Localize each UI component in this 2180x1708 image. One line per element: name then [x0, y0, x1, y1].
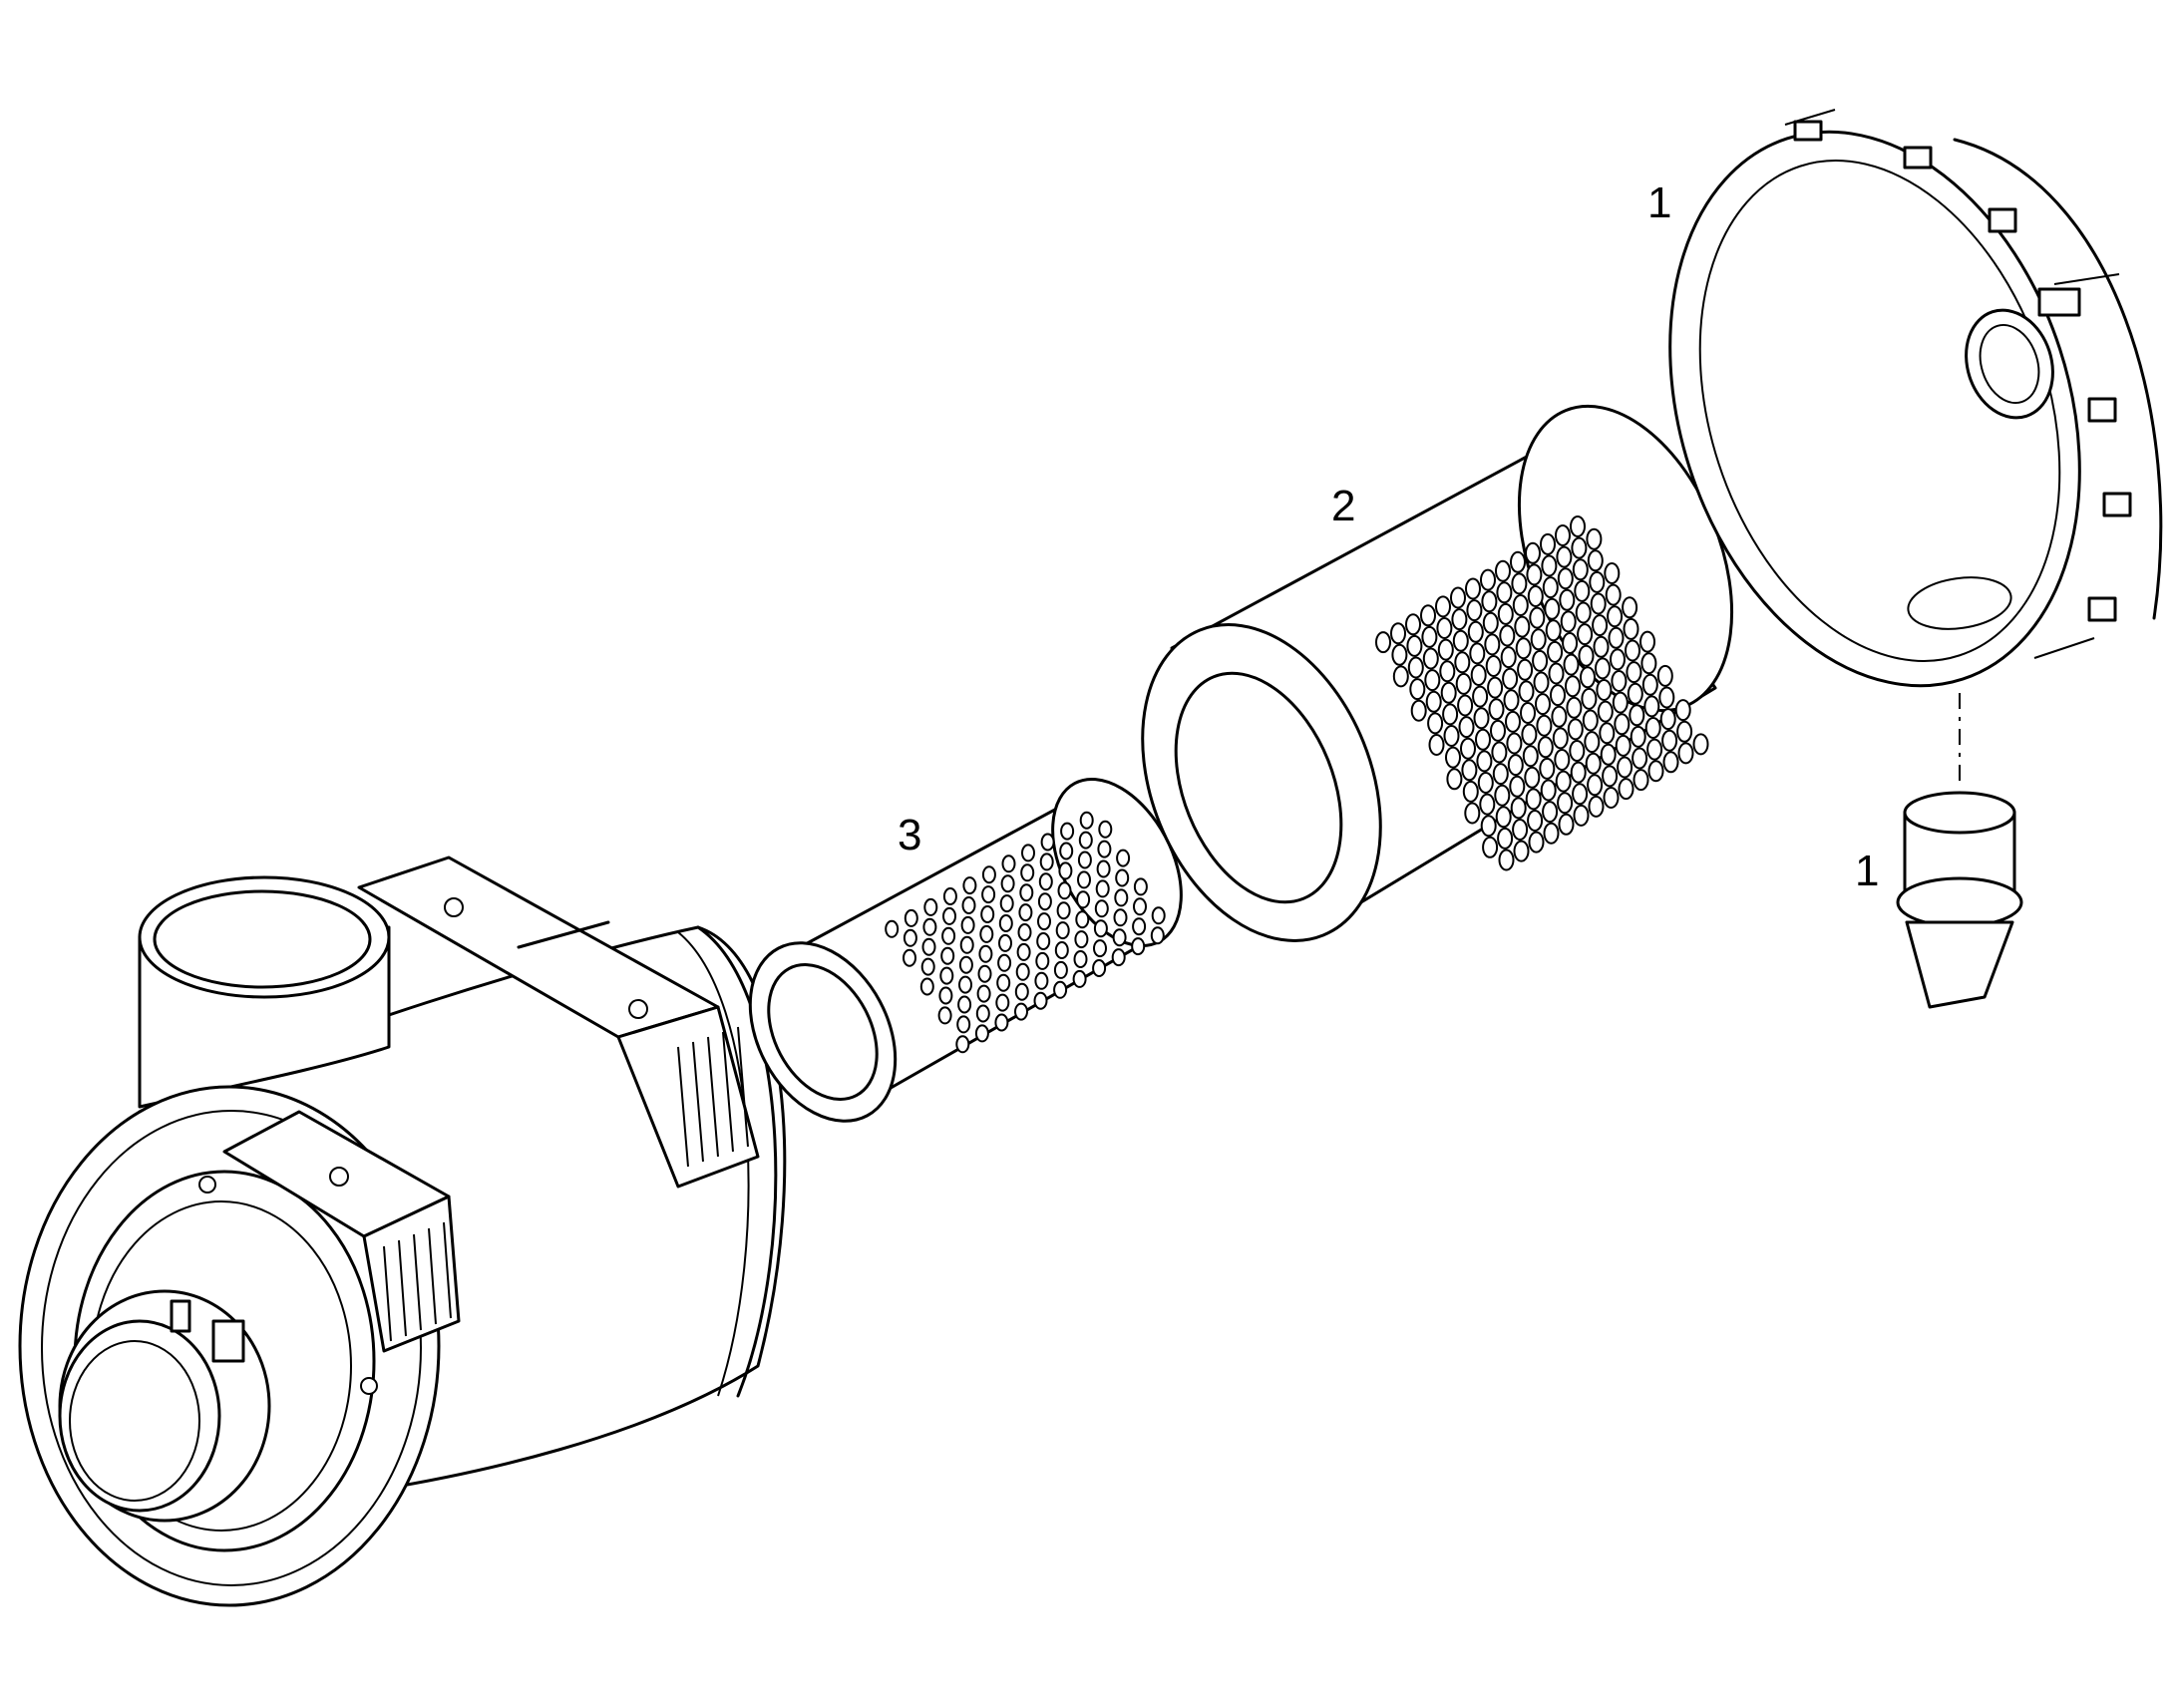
dust-valve: [1896, 791, 2023, 1009]
callout-1-cover: 1: [1647, 178, 1671, 227]
housing-cover: [1668, 109, 2163, 688]
main-element-perforation: [1375, 515, 1709, 871]
air-filter-housing: [18, 855, 787, 1607]
callout-1-dust-valve: 1: [1855, 847, 1879, 895]
callout-2-main-element: 2: [1331, 482, 1355, 530]
safety-filter-element: [748, 777, 1183, 1123]
main-filter-element: [1141, 404, 1734, 942]
safety-element-perforation: [885, 811, 1166, 1054]
callout-3-safety-element: 3: [898, 811, 921, 859]
